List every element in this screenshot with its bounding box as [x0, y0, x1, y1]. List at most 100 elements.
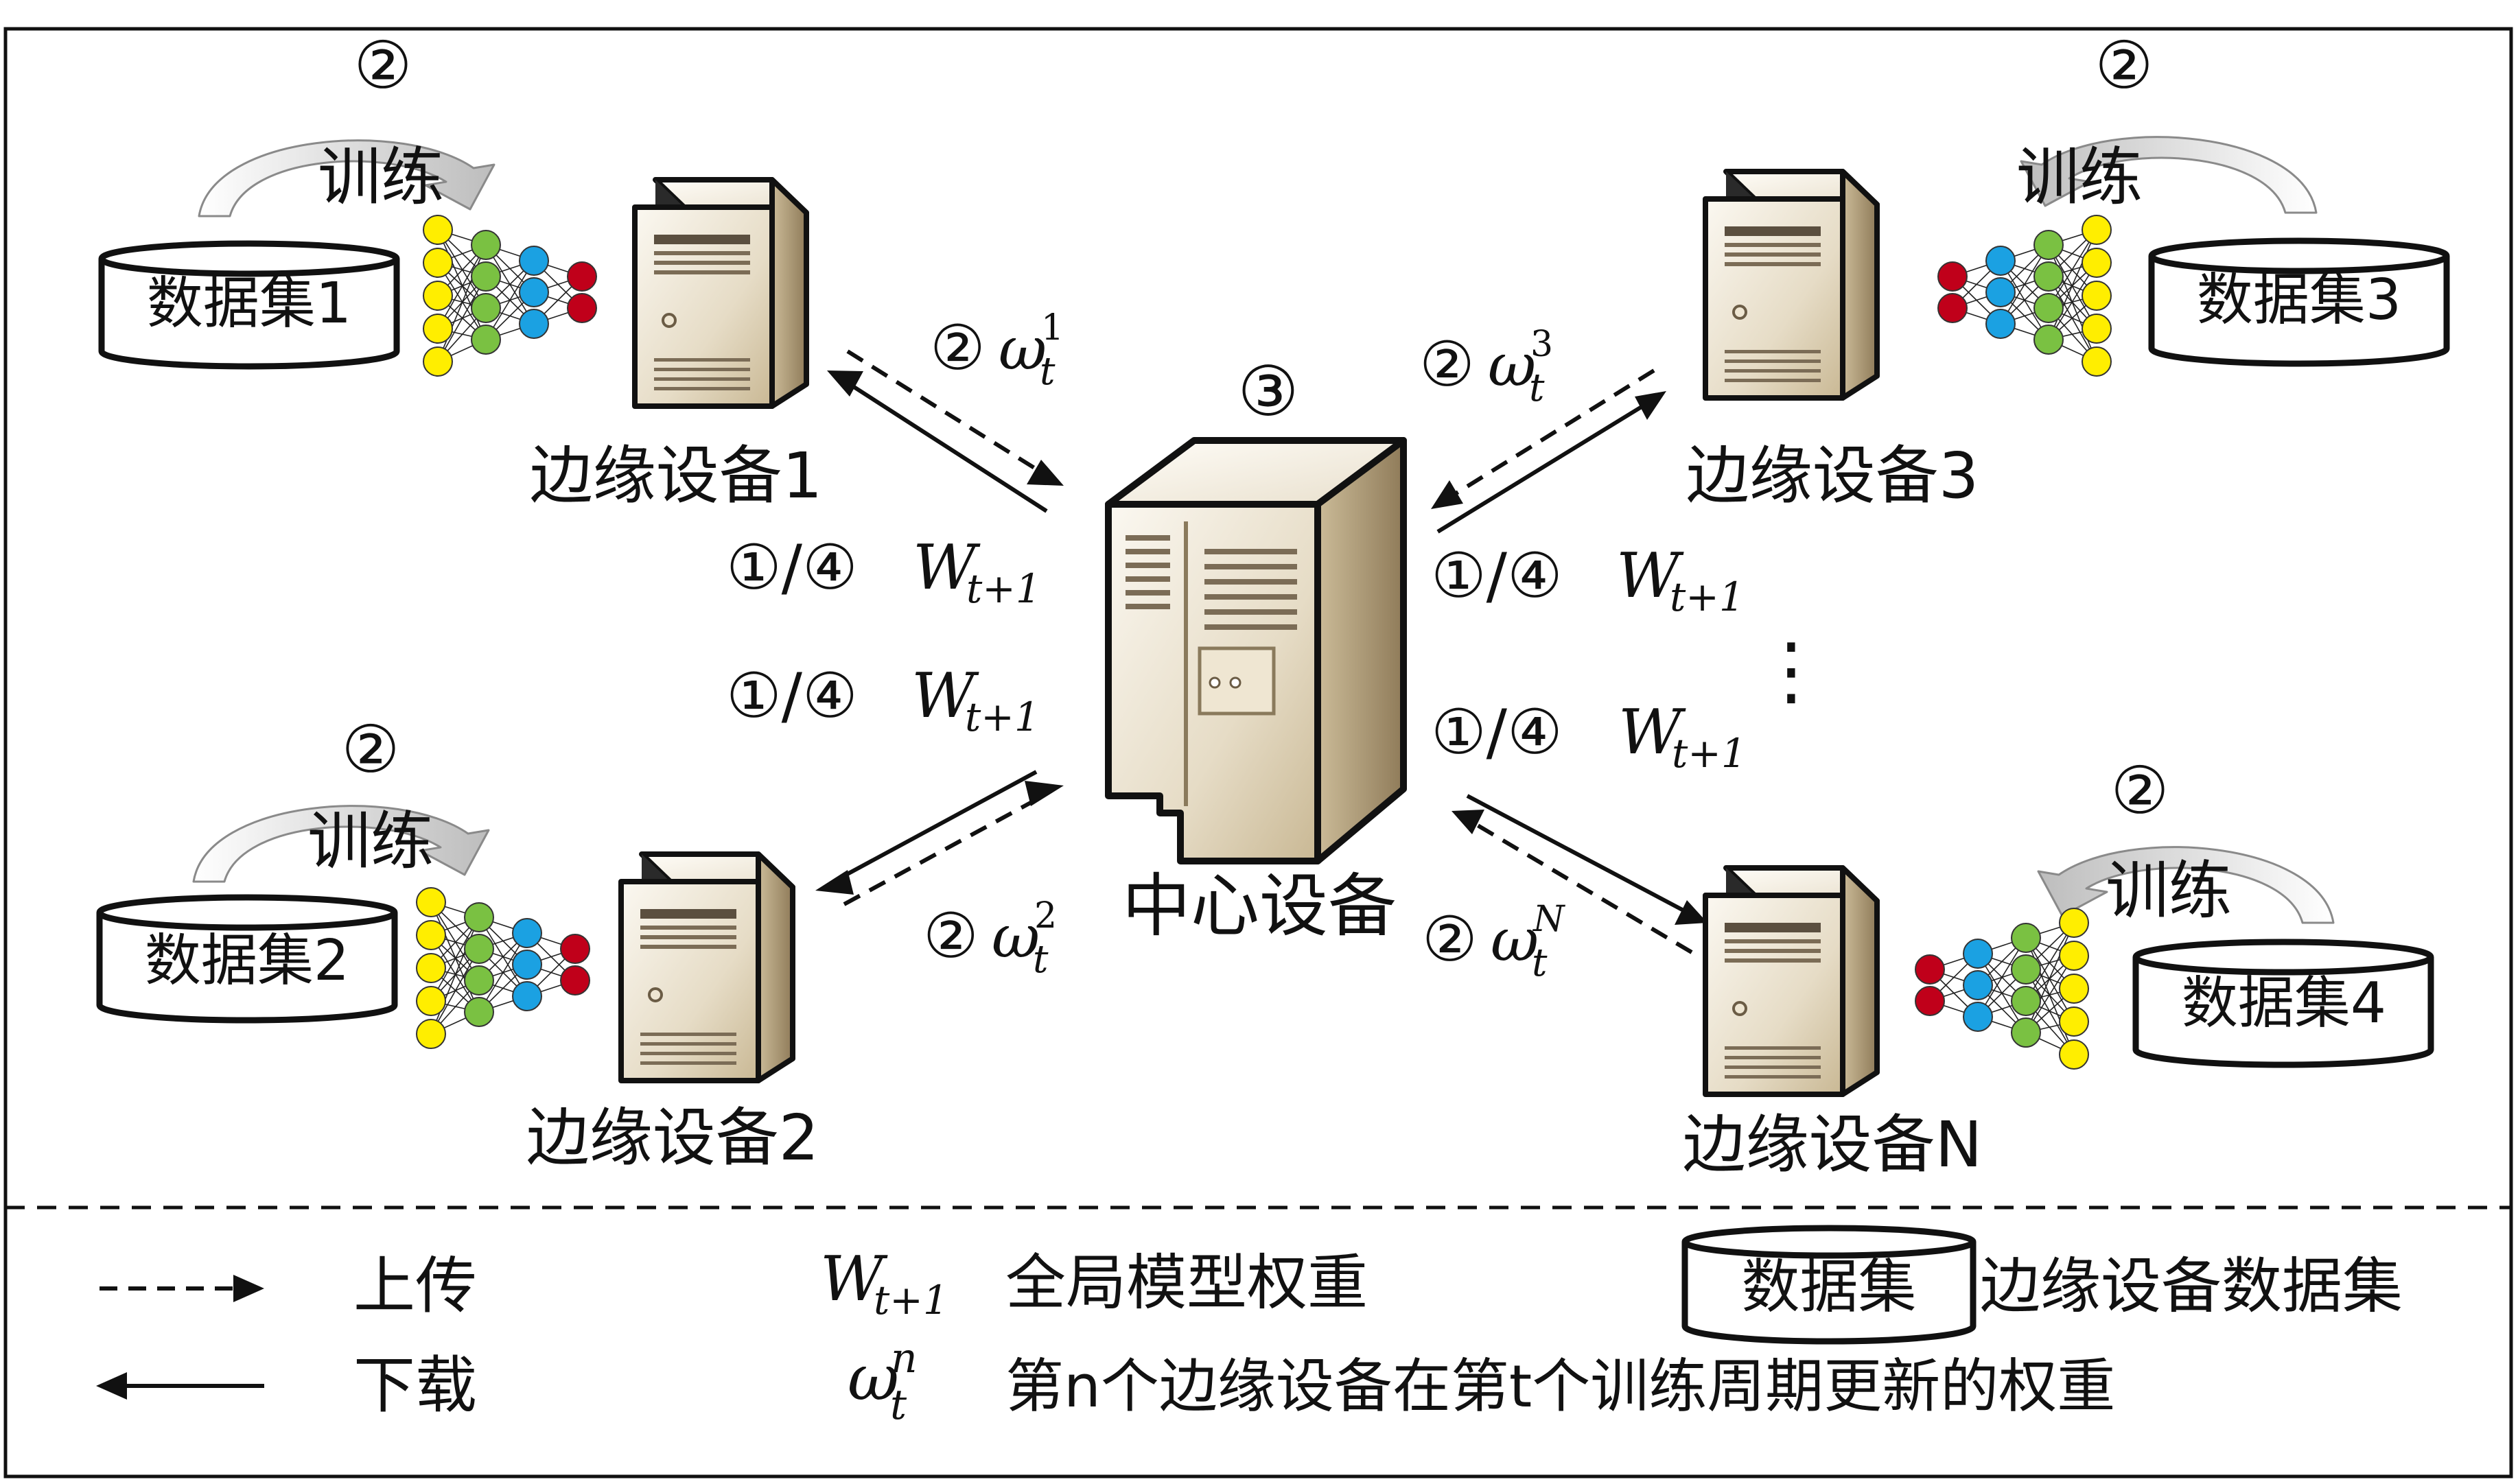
edge1-dataset-label: 数据集1	[147, 271, 351, 336]
edge1-download-label: ①/④ W t+1	[726, 532, 1041, 612]
edge3-upload-step: ②	[1419, 329, 1475, 401]
edgeN-W-sub: t+1	[1672, 730, 1747, 777]
edge3-upload-arrowhead	[1431, 480, 1463, 509]
edge1-neural-net-icon	[423, 215, 597, 377]
edge1-W: W	[913, 532, 981, 604]
edge3-neural-net-icon	[1937, 215, 2112, 377]
edge2-W-sub: t+1	[965, 694, 1040, 740]
edge2-omega-sub: t	[1033, 937, 1049, 982]
legend-download-label: 下载	[353, 1350, 477, 1422]
edge2-omega: ω	[992, 903, 1040, 971]
edge2-device-label: 边缘设备2	[526, 1101, 819, 1175]
edge1-upload-label: ② ω t 1	[930, 307, 1064, 394]
edge3-device-label: 边缘设备3	[1686, 439, 1979, 513]
edge3-W: W	[1616, 540, 1684, 612]
edge1-server-icon	[635, 180, 806, 406]
edge2-omega-sup: 2	[1034, 895, 1057, 937]
outer-frame	[3, 27, 2513, 1479]
edge3-omega-sup: 3	[1530, 324, 1553, 365]
center-server-icon	[1105, 437, 1407, 864]
legend-omega-sub: t	[890, 1381, 907, 1429]
edge2-download-arrow	[835, 770, 1038, 882]
legend-edge-weight-label: 第n个边缘设备在第t个训练周期更新的权重	[1005, 1353, 2115, 1421]
edge2-download-arrowhead	[815, 870, 854, 895]
edge2-upload-arrowhead	[1025, 781, 1064, 806]
edgeN-upload-label: ② ω t N	[1422, 899, 1565, 985]
edge1-step-label: ②	[353, 28, 412, 104]
edge2-upload-arrow	[843, 794, 1045, 906]
edge3-upload-arrow	[1448, 368, 1655, 499]
edge1-omega-sup: 1	[1041, 307, 1064, 349]
center-device-group: ③ 中心设备	[1105, 351, 1407, 946]
edge2-download-step: ①/④	[726, 660, 858, 732]
edgeN-neural-net-icon	[1915, 908, 2089, 1070]
edgeN-step-label: ②	[2110, 753, 2169, 829]
edgeN-upload-step: ②	[1422, 904, 1478, 976]
edge3-omega-sub: t	[1529, 366, 1545, 410]
edgeN-download-arrowhead	[1675, 900, 1707, 925]
edge1-device-label: 边缘设备1	[530, 439, 823, 513]
legend-W-sub: t+1	[874, 1277, 948, 1323]
edge3-download-label: ①/④ W t+1	[1431, 540, 1745, 620]
edge3-train-label: 训练	[2016, 141, 2143, 214]
legend-upload-arrowhead	[233, 1275, 264, 1302]
edge1-train-label: 训练	[318, 141, 444, 214]
edgeN-download-step: ①/④	[1431, 696, 1563, 768]
edge-device-n-group: ② 训练 数据集4 边缘设备N	[1683, 753, 2431, 1181]
edge1-download-arrowhead	[827, 370, 863, 397]
edge2-neural-net-icon	[416, 887, 590, 1049]
edgeN-download-label: ①/④ W t+1	[1431, 696, 1747, 777]
edge1-W-sub: t+1	[966, 565, 1041, 612]
edge3-step-label: ②	[2095, 28, 2153, 104]
edgeN-omega-sup: N	[1532, 899, 1565, 940]
arrows-group	[835, 349, 1693, 954]
legend-download-arrowhead	[96, 1372, 127, 1400]
edge2-train-label: 训练	[307, 805, 434, 878]
edge1-download-step: ①/④	[726, 532, 858, 604]
edge3-download-step: ①/④	[1431, 540, 1563, 612]
edgeN-omega: ω	[1491, 906, 1539, 975]
edgeN-download-arrow	[1466, 794, 1686, 913]
edgeN-train-label: 训练	[2106, 854, 2232, 928]
edge3-upload-label: ② ω t 3	[1419, 324, 1553, 410]
center-device-label: 中心设备	[1122, 866, 1397, 946]
edge-device-1-group: ② 训练 数据集1 边缘设备1	[102, 28, 822, 513]
edge3-W-sub: t+1	[1670, 574, 1745, 620]
edge3-download-arrow	[1436, 401, 1648, 534]
edge3-download-arrowhead	[1635, 391, 1666, 420]
edgeN-device-label: 边缘设备N	[1683, 1108, 1983, 1181]
edgeN-upload-arrowhead	[1452, 810, 1484, 834]
edge3-omega: ω	[1488, 331, 1536, 400]
edge2-upload-step: ②	[923, 900, 979, 972]
edge1-upload-step: ②	[930, 312, 986, 384]
arrowheads-group	[815, 370, 1707, 925]
edge1-download-arrow	[846, 381, 1048, 513]
edge1-omega: ω	[999, 315, 1047, 384]
edge1-upload-arrowhead	[1027, 460, 1064, 486]
legend-global-weight-label: 全局模型权重	[1005, 1247, 1368, 1318]
legend-omega-sup: n	[891, 1334, 918, 1382]
legend-upload-label: 上传	[353, 1250, 477, 1322]
edge2-W: W	[911, 660, 979, 732]
edge2-upload-label: ② ω t 2	[923, 895, 1057, 982]
edgeN-server-icon	[1705, 868, 1877, 1094]
legend-edge-dataset-label: 边缘设备数据集	[1980, 1251, 2403, 1321]
legend-dataset-box-label: 数据集	[1741, 1253, 1916, 1321]
edge1-upload-arrow	[846, 349, 1045, 475]
edge3-dataset-label: 数据集3	[2197, 268, 2401, 333]
edge2-download-label: ①/④ W t+1	[726, 660, 1040, 740]
edgeN-upload-arrow	[1473, 821, 1693, 954]
edge-device-2-group: ② 训练 数据集2 边缘设备2	[100, 712, 819, 1175]
edgeN-dataset-label: 数据集4	[2182, 971, 2386, 1036]
edge1-omega-sub: t	[1040, 349, 1056, 394]
edge2-dataset-label: 数据集2	[145, 928, 349, 993]
edge2-step-label: ②	[341, 712, 399, 788]
legend-W: W	[820, 1243, 888, 1315]
center-step-label: ③	[1237, 351, 1299, 432]
edge2-server-icon	[621, 854, 793, 1081]
edge3-server-icon	[1705, 172, 1877, 398]
legend: 上传 下载 W t+1 全局模型权重 ω t n 第n个边缘设备在第t个训练周期…	[96, 1225, 2403, 1429]
edgeN-omega-sub: t	[1532, 941, 1548, 985]
edgeN-W: W	[1618, 696, 1686, 768]
